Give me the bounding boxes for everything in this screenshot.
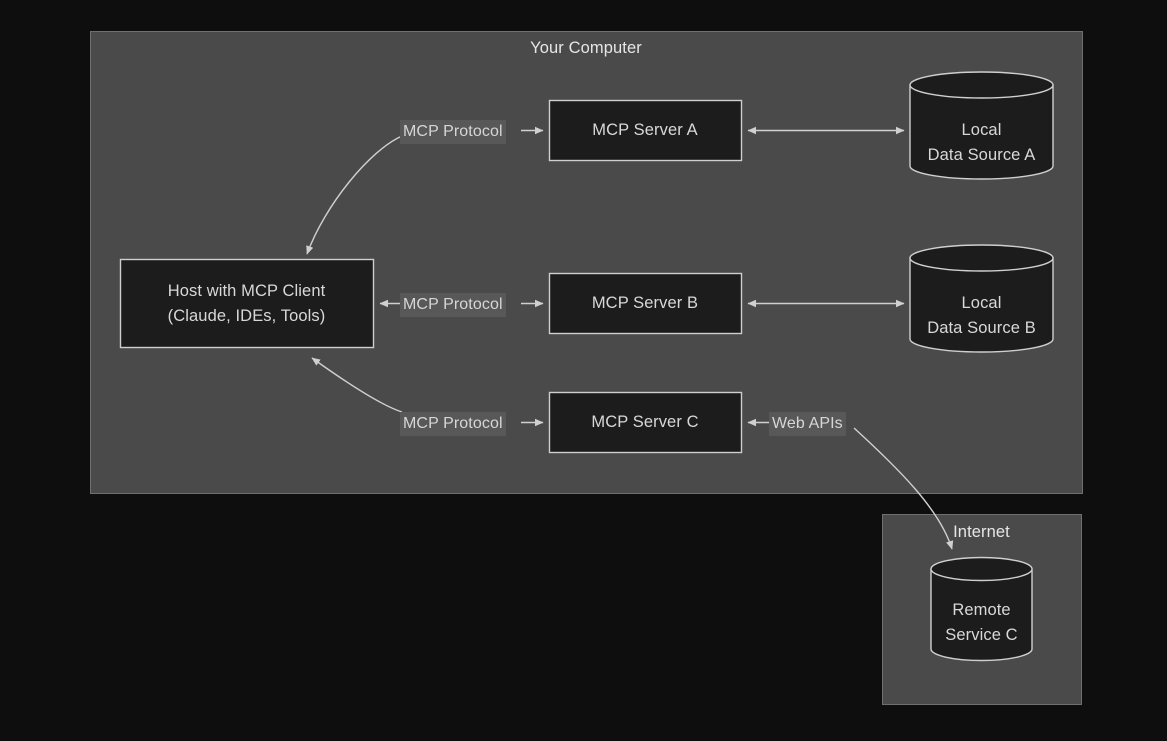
node-server-b-box[interactable] (548, 272, 743, 335)
edge-label-mcp-protocol-a: MCP Protocol (400, 120, 506, 144)
node-data-source-a-cylinder[interactable] (909, 71, 1054, 180)
node-host-box[interactable] (119, 258, 375, 349)
edge-label-mcp-protocol-b: MCP Protocol (400, 293, 506, 317)
edge-web-apis-to-remote-c (853, 427, 954, 550)
edge-host-to-server-a (306, 135, 403, 255)
node-server-c-box[interactable] (548, 391, 743, 454)
group-title-internet: Internet (953, 523, 1010, 541)
group-title-your-computer: Your Computer (530, 39, 642, 57)
node-data-source-b-cylinder[interactable] (909, 244, 1054, 353)
node-remote-service-c-cylinder[interactable] (930, 556, 1033, 662)
node-server-a-box[interactable] (548, 99, 743, 162)
edge-host-to-server-c (311, 357, 403, 413)
edge-label-web-apis: Web APIs (769, 412, 846, 436)
edge-label-mcp-protocol-c: MCP Protocol (400, 412, 506, 436)
